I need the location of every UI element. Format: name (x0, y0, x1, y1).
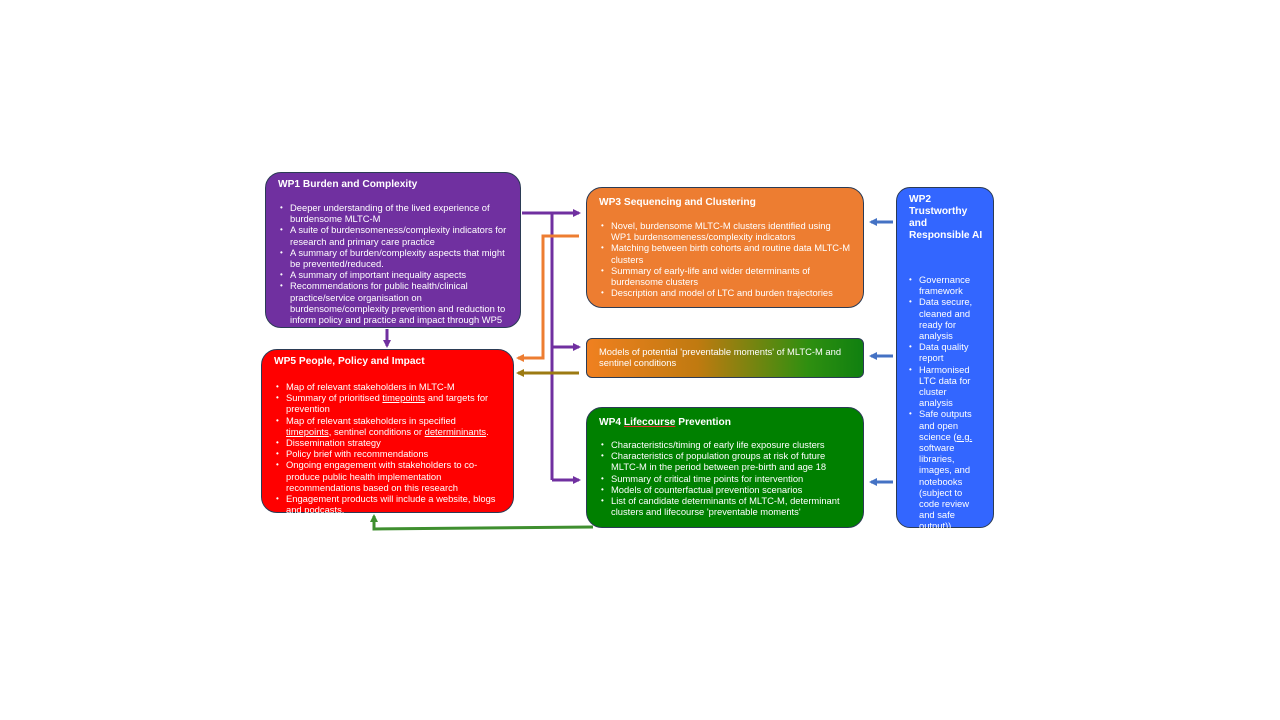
list-item: Ongoing engagement with stakeholders to … (276, 459, 503, 493)
wp1-title: WP1 Burden and Complexity (278, 179, 418, 190)
wp4-box: WP4 Lifecourse Prevention Characteristic… (586, 407, 864, 528)
wp1-box: WP1 Burden and Complexity Deeper underst… (265, 172, 521, 328)
preventable-moments-box: Models of potential 'preventable moments… (586, 338, 864, 378)
arrow-wp3-to-wp5 (516, 234, 579, 362)
wp4-list: Characteristics/timing of early life exp… (599, 439, 853, 517)
list-item: Harmonised LTC data for cluster analysis (909, 364, 983, 409)
wp1-list: Deeper understanding of the lived experi… (278, 202, 510, 325)
list-item: Governance framework (909, 274, 983, 296)
list-item: Policy brief with recommendations (276, 448, 503, 459)
wp2-title: WP2 Trustworthy and Responsible AI (909, 194, 983, 241)
list-item: Summary of early-life and wider determin… (601, 265, 853, 287)
list-item: Data quality report (909, 341, 983, 363)
list-item: List of candidate determinants of MLTC-M… (601, 495, 853, 517)
wp2-box: WP2 Trustworthy and Responsible AI Gover… (896, 187, 994, 531)
wp5-box: WP5 People, Policy and Impact Map of rel… (261, 349, 514, 515)
list-item: Data secure, cleaned and ready for analy… (909, 296, 983, 341)
list-item: Engagement products will include a websi… (276, 493, 503, 515)
list-item: Characteristics of population groups at … (601, 450, 853, 472)
list-item: Characteristics/timing of early life exp… (601, 439, 853, 450)
wp5-title: WP5 People, Policy and Impact (274, 356, 425, 367)
list-item: Novel, burdensome MLTC-M clusters identi… (601, 220, 853, 242)
wp3-title: WP3 Sequencing and Clustering (599, 197, 756, 208)
list-item: A summary of important inequality aspect… (280, 269, 510, 280)
list-item: A summary of burden/complexity aspects t… (280, 247, 510, 269)
arrow-wp4-to-wp5 (370, 514, 594, 531)
list-item: Models of counterfactual prevention scen… (601, 484, 853, 495)
list-item: Matching between birth cohorts and routi… (601, 242, 853, 264)
list-item: Summary of critical time points for inte… (601, 473, 853, 484)
list-item: A suite of burdensomeness/complexity ind… (280, 224, 510, 246)
wp2-list: Governance framework Data secure, cleane… (909, 274, 983, 532)
list-item: Deeper understanding of the lived experi… (280, 202, 510, 224)
list-item: Map of relevant stakeholders in specifie… (276, 415, 503, 437)
list-item: Recommendations for public health/clinic… (280, 280, 510, 325)
wp4-title: WP4 Lifecourse Prevention (599, 417, 731, 428)
list-item: Map of relevant stakeholders in MLTC-M (276, 381, 503, 392)
list-item: Description and model of LTC and burden … (601, 287, 853, 298)
wp5-list: Map of relevant stakeholders in MLTC-M S… (274, 381, 503, 515)
list-item: Summary of prioritised timepoints and ta… (276, 392, 503, 414)
preventable-moments-text: Models of potential 'preventable moments… (599, 346, 842, 369)
list-item: Dissemination strategy (276, 437, 503, 448)
list-item: Safe outputs and open science (e.g. soft… (909, 408, 983, 531)
wp3-list: Novel, burdensome MLTC-M clusters identi… (599, 220, 853, 299)
wp3-box: WP3 Sequencing and Clustering Novel, bur… (586, 187, 864, 308)
